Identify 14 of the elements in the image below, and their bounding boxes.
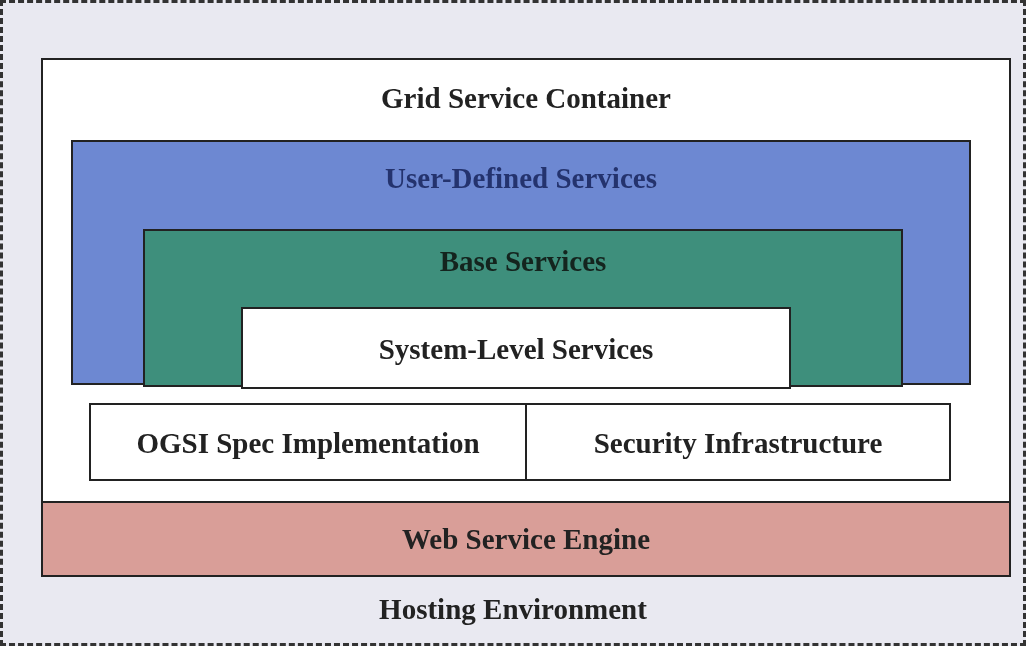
- layer-label: Web Service Engine: [400, 523, 652, 556]
- engine-layer-box: [41, 501, 1011, 577]
- container-box: [41, 58, 1011, 503]
- layer-label: OGSI Spec Implementation: [135, 427, 481, 460]
- services-layer-box: [143, 229, 903, 387]
- layer-label: System-Level Services: [377, 333, 655, 366]
- layer-label: Security Infrastructure: [592, 427, 884, 460]
- layer-label: Hosting Environment: [378, 593, 648, 626]
- component-box: [89, 403, 527, 481]
- layer-label: Base Services: [438, 245, 608, 278]
- layer-label: User-Defined Services: [384, 162, 658, 195]
- layer-label: Grid Service Container: [380, 82, 672, 115]
- services-layer-box: [241, 307, 791, 389]
- component-box: [525, 403, 951, 481]
